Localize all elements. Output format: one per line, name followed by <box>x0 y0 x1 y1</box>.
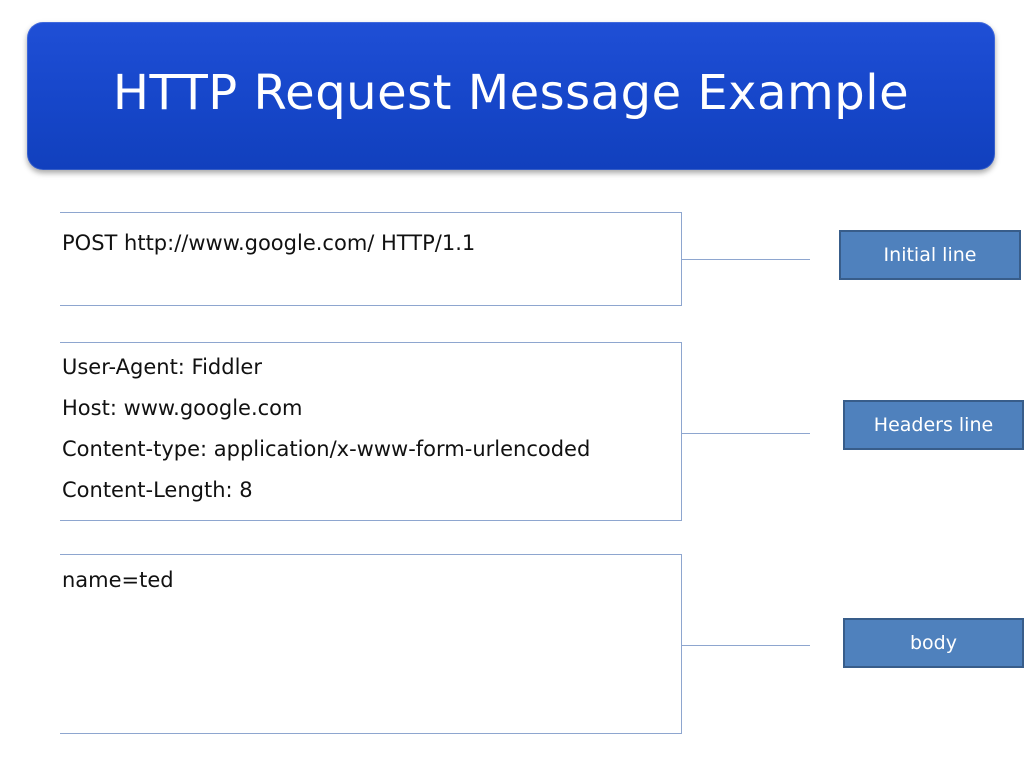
initial-line-box: POST http://www.google.com/ HTTP/1.1 <box>60 212 682 306</box>
header-line-content-length: Content-Length: 8 <box>62 478 253 502</box>
body-connector <box>682 645 810 646</box>
initial-line-connector <box>682 259 810 260</box>
headers-box: User-Agent: Fiddler Host: www.google.com… <box>60 342 682 521</box>
header-line-content-type: Content-type: application/x-www-form-url… <box>62 437 591 461</box>
body-label: body <box>843 618 1024 668</box>
headers-connector <box>682 433 810 434</box>
request-line: POST http://www.google.com/ HTTP/1.1 <box>62 231 476 255</box>
initial-line-label: Initial line <box>839 230 1021 280</box>
header-line-user-agent: User-Agent: Fiddler <box>62 355 262 379</box>
headers-line-label: Headers line <box>843 400 1024 450</box>
slide-title: HTTP Request Message Example <box>112 65 910 121</box>
header-line-host: Host: www.google.com <box>62 396 303 420</box>
body-line: name=ted <box>62 568 174 592</box>
body-box: name=ted <box>60 554 682 734</box>
title-banner: HTTP Request Message Example <box>27 22 995 170</box>
